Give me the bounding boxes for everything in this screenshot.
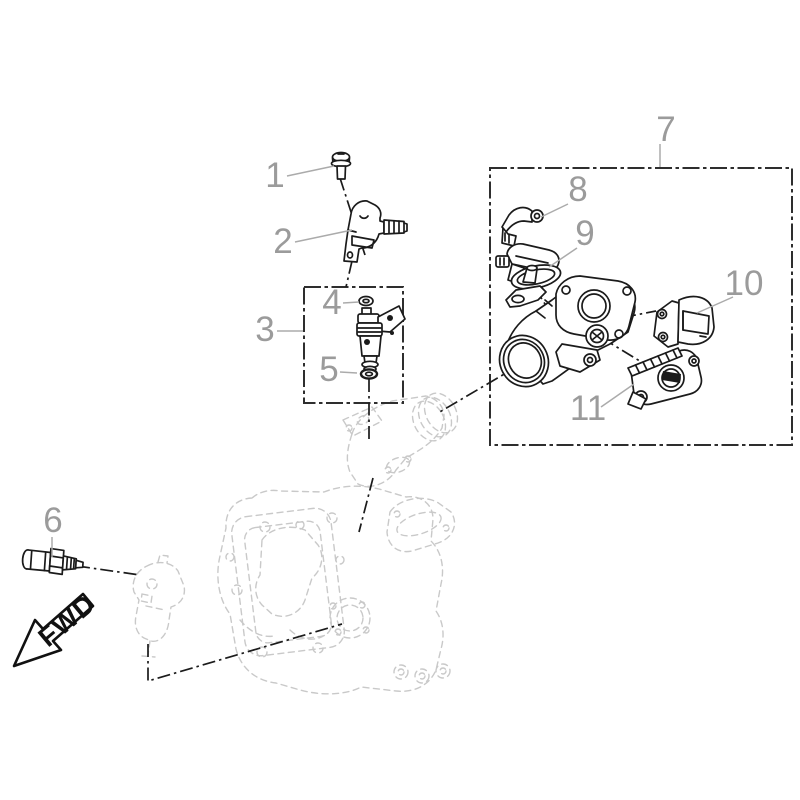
label-leader-5 bbox=[339, 371, 358, 374]
label-leader-4 bbox=[342, 301, 360, 304]
assembly-line-housing-to-engine bbox=[147, 623, 343, 683]
part-label-9: 9 bbox=[575, 214, 594, 253]
part-label-11: 11 bbox=[570, 389, 606, 428]
part-5-o-ring-lower bbox=[359, 368, 379, 380]
part-label-1: 1 bbox=[265, 156, 284, 195]
part-11-throttle-position-sensor bbox=[627, 347, 703, 410]
label-leader-11 bbox=[600, 383, 635, 408]
label-leader-8 bbox=[540, 203, 569, 218]
part-8-bracket bbox=[501, 206, 544, 247]
ghost-intake-manifold bbox=[342, 392, 459, 488]
part-2-injector-joint bbox=[343, 200, 408, 263]
assembly-line-sensor6-to-housing bbox=[76, 565, 141, 576]
fwd-arrow-icon bbox=[12, 592, 95, 668]
part-label-5: 5 bbox=[319, 350, 338, 389]
part-label-6: 6 bbox=[43, 501, 62, 540]
label-leader-10 bbox=[696, 296, 734, 314]
part-6-water-temp-sensor bbox=[21, 547, 84, 576]
part-10-round-sensor bbox=[653, 295, 715, 348]
fwd-label: FWD bbox=[33, 588, 102, 652]
label-leader-2 bbox=[294, 229, 353, 243]
part-label-10: 10 bbox=[725, 264, 764, 303]
fwd-direction-indicator: FWD bbox=[12, 588, 102, 668]
label-leader-1 bbox=[286, 165, 335, 177]
part-label-7: 7 bbox=[656, 110, 675, 149]
ghost-engine bbox=[217, 485, 456, 695]
part-throttle-body bbox=[498, 264, 637, 388]
part-label-3: 3 bbox=[255, 310, 274, 349]
part-1-bolt bbox=[330, 151, 352, 180]
group-box-throttle-body bbox=[489, 167, 793, 446]
group-box-injector bbox=[303, 286, 404, 404]
assembly-line-throttle-to-manifold bbox=[437, 365, 519, 414]
ghost-thermostat-housing bbox=[132, 554, 186, 658]
label-leader-9 bbox=[548, 247, 578, 268]
part-fuel-injector bbox=[356, 305, 406, 373]
assembly-line-joint-to-injector bbox=[345, 260, 353, 288]
part-label-2: 2 bbox=[273, 222, 292, 261]
part-label-4: 4 bbox=[322, 283, 341, 322]
label-leaders bbox=[51, 144, 734, 557]
part-label-8: 8 bbox=[568, 170, 587, 209]
assembly-line-manifold-to-engine bbox=[358, 477, 374, 533]
part-4-o-ring-upper bbox=[358, 295, 374, 307]
